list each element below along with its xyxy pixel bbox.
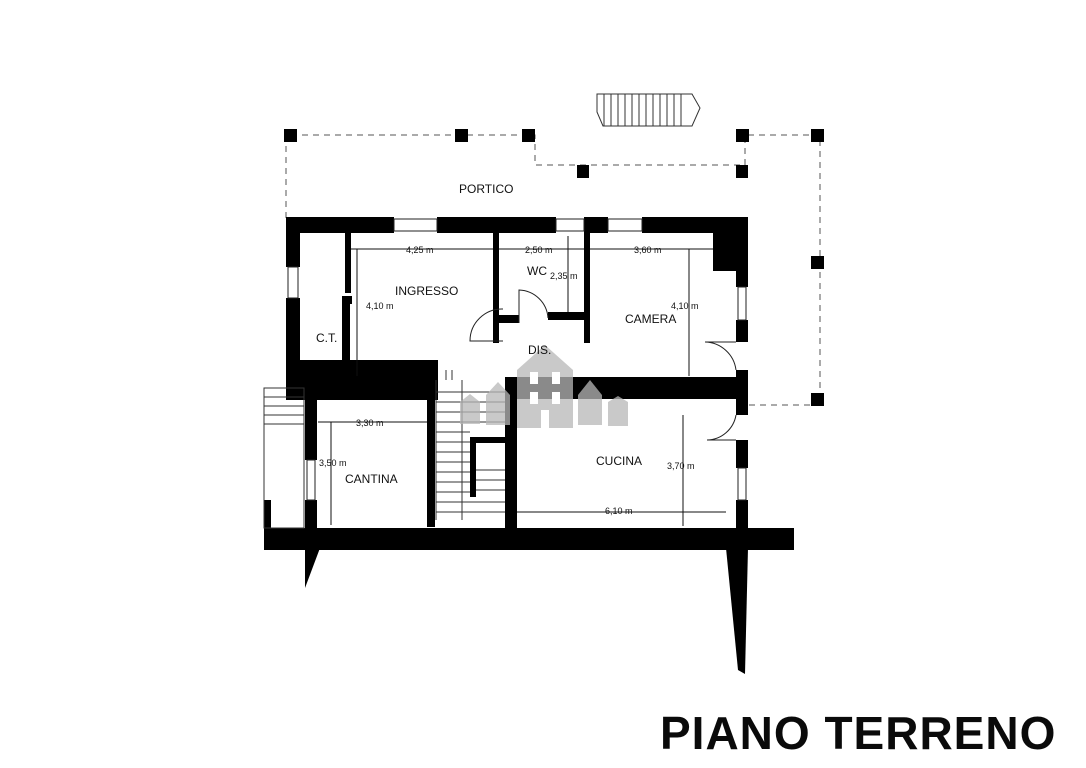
cantina-width-label: 3,30 m: [356, 418, 384, 428]
ingresso-width-label: 4,25 m: [406, 245, 434, 255]
cucina-height-label: 3,70 m: [667, 461, 695, 471]
cucina-label: CUCINA: [596, 454, 642, 468]
wc-width-label: 2,50 m: [525, 245, 553, 255]
left-stair: [263, 387, 305, 529]
cantina-label: CANTINA: [345, 472, 398, 486]
ingresso-label: INGRESSO: [395, 284, 458, 298]
wc-height-label: 2,35 m: [550, 271, 578, 281]
walls: [264, 217, 794, 674]
camera-width-label: 3,60 m: [634, 245, 662, 255]
floor-title: PIANO TERRENO: [660, 707, 1057, 759]
portico-label: PORTICO: [459, 182, 513, 196]
ct-label: C.T.: [316, 331, 337, 345]
wc-label: WC: [527, 264, 547, 278]
cucina-width-label: 6,10 m: [605, 506, 633, 516]
windows: [287, 218, 747, 501]
watermark-windows: [530, 372, 560, 428]
ingresso-height-label: 4,10 m: [366, 301, 394, 311]
cantina-height-label: 3,50 m: [319, 458, 347, 468]
camera-height-label: 4,10 m: [671, 301, 699, 311]
dis-label: DIS.: [528, 343, 551, 357]
portico-columns: [284, 129, 824, 406]
dimension-lines: [318, 236, 726, 526]
camera-label: CAMERA: [625, 312, 676, 326]
doors: [469, 289, 737, 441]
top-stair: [596, 93, 701, 127]
watermark-logo: [460, 345, 628, 428]
